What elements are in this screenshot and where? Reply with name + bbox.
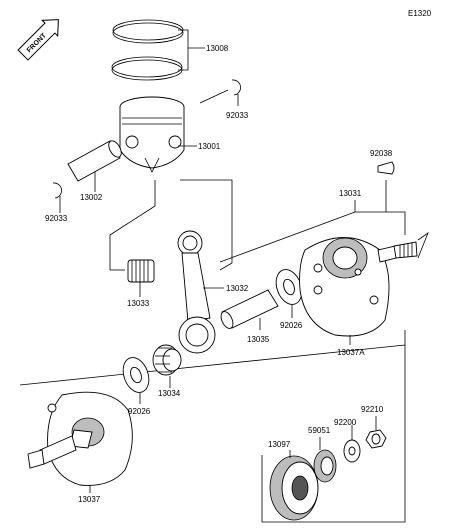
circlip-left (52, 182, 62, 199)
circlip-top (231, 79, 241, 96)
piston-pin (67, 140, 122, 182)
label-13035: 13035 (247, 335, 270, 344)
label-13097: 13097 (268, 440, 291, 449)
label-92038: 92038 (370, 149, 393, 158)
label-92033-left: 92033 (45, 214, 68, 223)
label-13034: 13034 (158, 389, 181, 398)
big-end-bearing (152, 344, 182, 376)
label-92026-left: 92026 (128, 407, 151, 416)
piston (119, 96, 185, 173)
label-13033: 13033 (127, 299, 150, 308)
piston-rings (111, 19, 184, 81)
crank-pin (220, 289, 279, 329)
connecting-rod (177, 230, 216, 354)
label-59051: 59051 (308, 426, 331, 435)
label-13032: 13032 (226, 284, 249, 293)
label-13031: 13031 (339, 189, 362, 198)
crank-flywheel-right (299, 231, 429, 337)
thrust-washer-left (122, 357, 150, 393)
label-13001: 13001 (198, 142, 221, 151)
washer (343, 439, 361, 463)
small-end-bearing (127, 259, 155, 283)
label-92200: 92200 (334, 418, 357, 427)
primary-gear (269, 455, 319, 521)
label-92210: 92210 (361, 405, 384, 414)
crank-flywheel-left (27, 391, 133, 486)
woodruff-key (377, 161, 395, 175)
label-92026-right: 92026 (280, 321, 303, 330)
diagram-code: E1320 (408, 9, 432, 18)
nut (365, 429, 387, 449)
label-13008: 13008 (206, 44, 229, 53)
label-13037: 13037 (78, 495, 101, 504)
label-13002: 13002 (80, 193, 103, 202)
front-arrow-badge: FRONT (17, 19, 59, 61)
label-92033-top: 92033 (226, 111, 249, 120)
thrust-washer-right (275, 269, 303, 305)
label-13037A: 13037A (337, 348, 365, 357)
small-gear (313, 449, 337, 483)
